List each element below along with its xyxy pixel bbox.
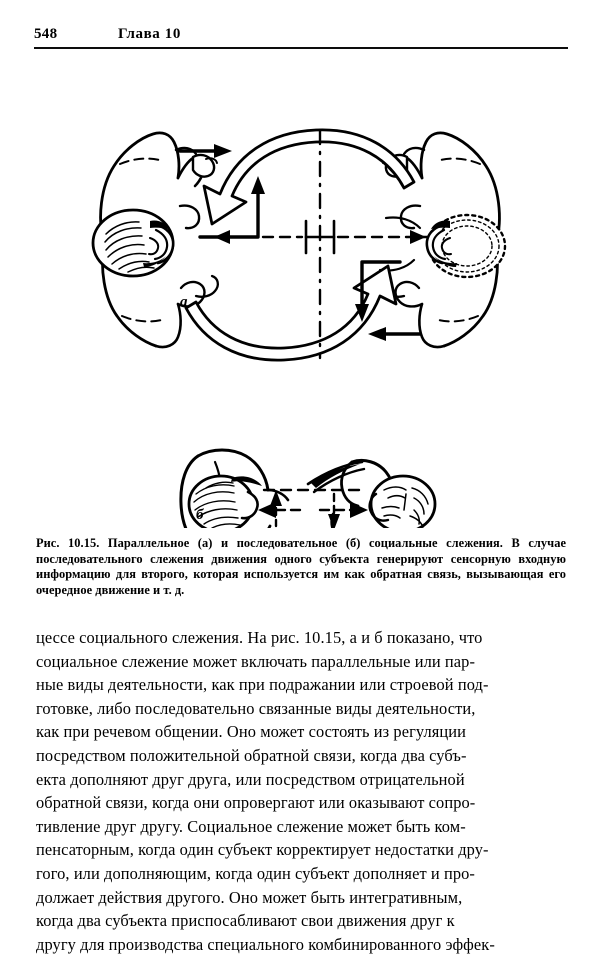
caption-line: В случае последовательного слежения движ… (36, 536, 566, 566)
body-line: тивление друг другу. Социальное слежение… (36, 816, 466, 836)
body-line: другу для производства специального комб… (36, 934, 495, 954)
caption-line: сенсорную входную информацию для второго… (36, 551, 566, 582)
body-line: когда два субъекта приспосабливают свои … (36, 911, 455, 931)
figure-10-15: а б (0, 58, 600, 528)
body-line: готовке, либо последовательно связанные … (36, 698, 476, 718)
running-head: 548 Глава 10 (0, 26, 600, 48)
body-line: обратной связи, когда они опровергают ил… (36, 793, 476, 813)
body-line: екта дополняют друг друга, или посредств… (36, 769, 465, 789)
solid-arrow-bottom (368, 327, 422, 341)
body-line: социальное слежение может включать парал… (36, 651, 476, 671)
body-line: гого, или дополняющим, когда один субъек… (36, 863, 475, 883)
body-line: как при речевом общении. Оно может состо… (36, 722, 466, 742)
body-line: должает действия другого. Оно может быть… (36, 887, 463, 907)
caption-line: обратная связь, вызывающая его очередное… (36, 567, 566, 597)
header-rule (34, 47, 568, 49)
chapter-title: Глава 10 (118, 26, 181, 42)
figure-illustration (91, 128, 507, 528)
figure-label-a: а (180, 294, 188, 310)
hollow-arrow-lower (184, 264, 398, 362)
caption-line: Рис. 10.15. Параллельное (а) и последова… (36, 536, 503, 550)
solid-arrow-right-down (355, 260, 402, 322)
body-line: посредством положительной обратной связи… (36, 745, 467, 765)
person-left-top-view (91, 131, 219, 349)
book-page: 548 Глава 10 (0, 26, 600, 954)
center-axis (304, 128, 336, 360)
solid-arrow-left-up (198, 176, 265, 239)
person-right-sequential (306, 458, 437, 528)
body-line: цессе социального слежения. На рис. 10.1… (36, 628, 483, 647)
body-line: пенсаторным, когда один субъект корректи… (36, 840, 489, 860)
solid-arrow-top (178, 144, 232, 158)
body-paragraph: цессе социального слежения. На рис. 10.1… (36, 626, 568, 956)
body-line: ные виды деятельности, как при подражани… (36, 675, 489, 695)
sequential-link-dashed (258, 488, 368, 528)
figure-label-b: б (196, 507, 204, 523)
page-number: 548 (34, 26, 58, 42)
figure-caption: Рис. 10.15. Параллельное (а) и последова… (36, 536, 566, 598)
person-left-sequential (179, 448, 290, 528)
hollow-arrow-upper (202, 128, 416, 226)
